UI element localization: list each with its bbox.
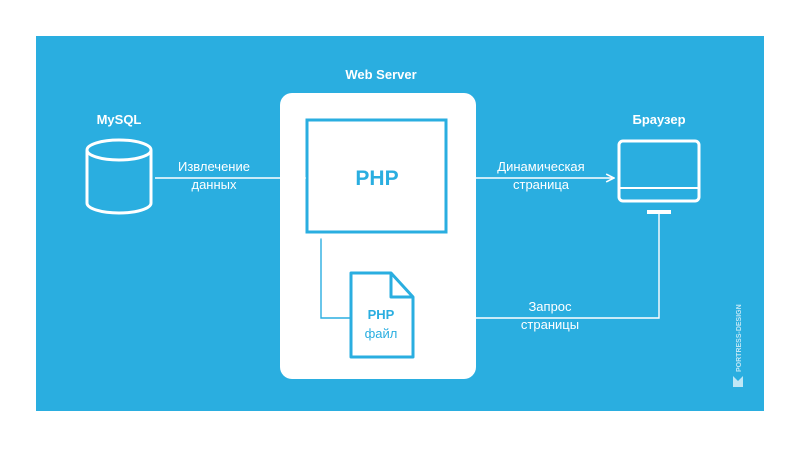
web-server-title: Web Server xyxy=(345,67,416,82)
fortress-logo-icon xyxy=(733,376,743,387)
dynamic-page-label-line2: страница xyxy=(513,177,570,192)
database-icon xyxy=(85,138,153,215)
request-label-line1: Запрос xyxy=(528,299,572,314)
extract-label-line1: Извлечение xyxy=(178,159,250,174)
file-to-php-arrow xyxy=(321,236,351,319)
php-file-label-line2: файл xyxy=(365,326,398,341)
watermark-text: PORTRESS-DESIGN xyxy=(736,304,743,372)
web-server-box xyxy=(280,93,476,379)
file-icon xyxy=(349,271,415,359)
monitor-icon xyxy=(617,139,701,214)
browser-title: Браузер xyxy=(632,112,685,127)
extract-label-line2: данных xyxy=(191,177,237,192)
mysql-title: MySQL xyxy=(97,112,142,127)
php-file-label-line1: PHP xyxy=(368,307,395,322)
dynamic-page-label-line1: Динамическая xyxy=(497,159,584,174)
php-box xyxy=(305,118,448,234)
php-title: PHP xyxy=(355,167,398,190)
request-label-line2: страницы xyxy=(521,317,579,332)
browser-to-file-arrow xyxy=(416,214,660,318)
